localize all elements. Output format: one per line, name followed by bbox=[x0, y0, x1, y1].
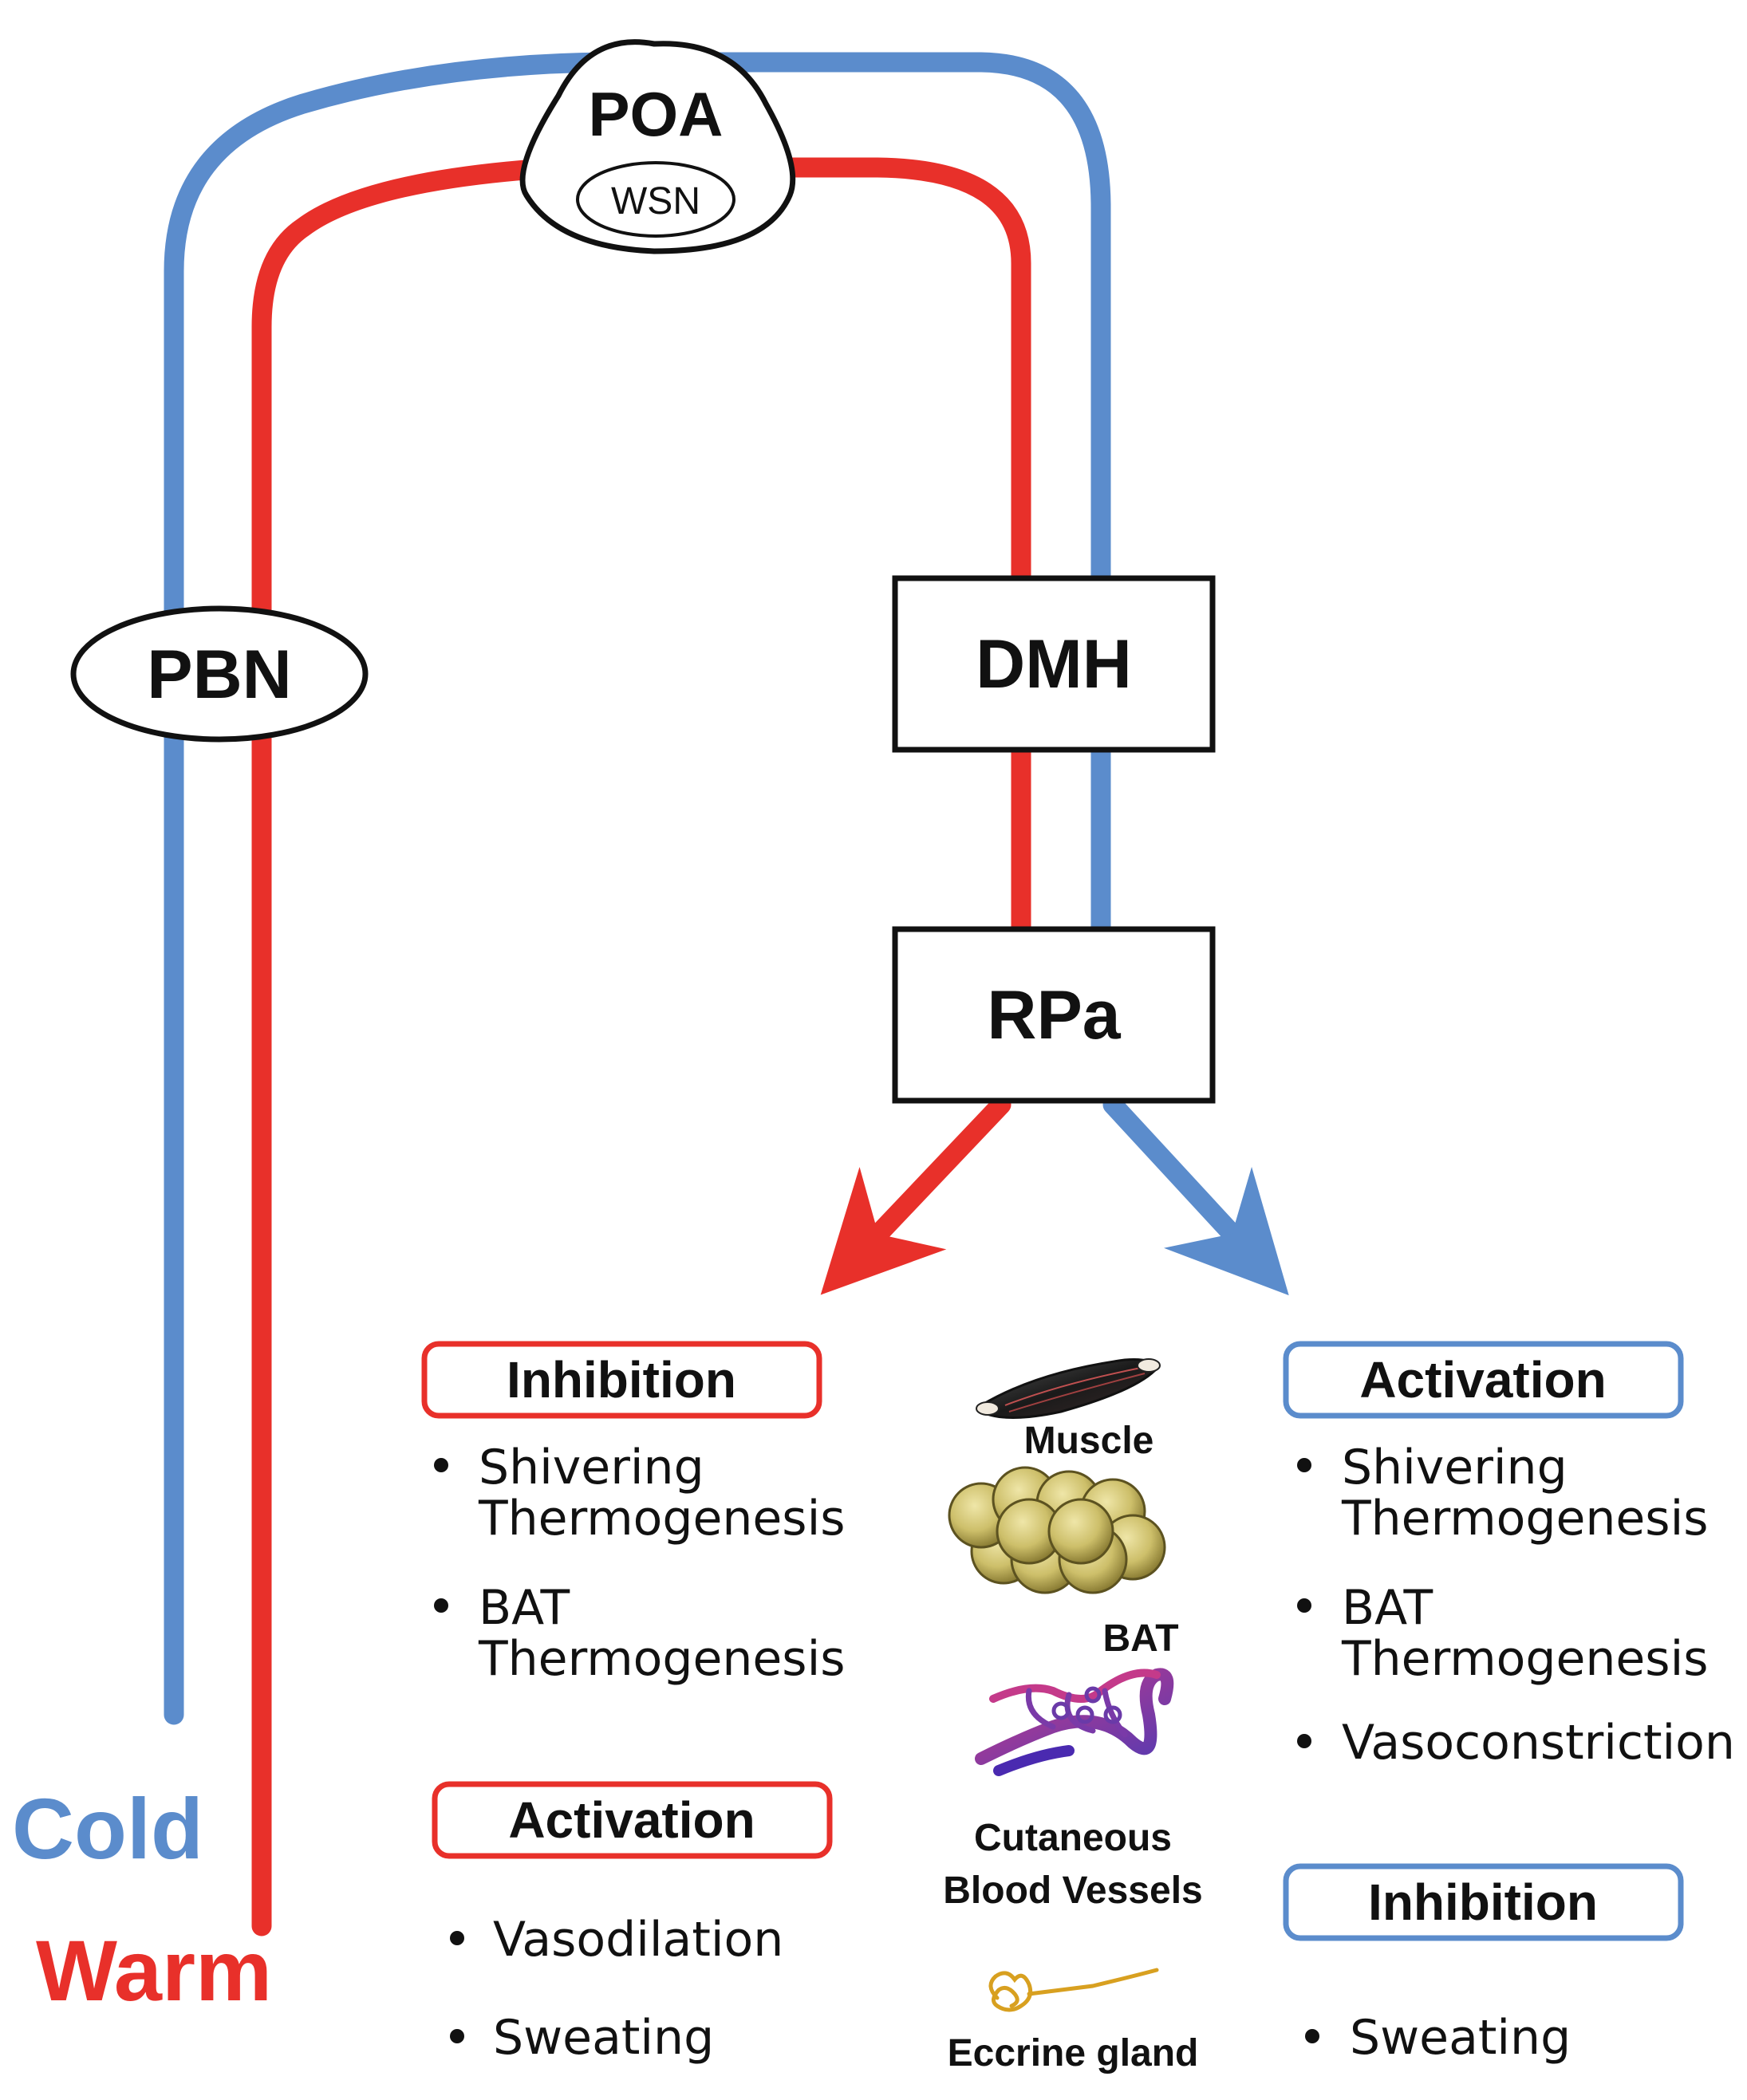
list-item: Vasodilation bbox=[493, 1912, 783, 1968]
warm-output-arrow bbox=[820, 1094, 1012, 1295]
list-item: BAT Thermogenesis bbox=[478, 1580, 846, 1687]
bullet bbox=[434, 1598, 448, 1613]
eccrine-gland-icon bbox=[988, 1968, 1159, 2012]
bullet bbox=[1297, 1458, 1311, 1472]
bullet bbox=[434, 1458, 448, 1472]
bullet bbox=[1297, 1598, 1311, 1613]
bullet bbox=[450, 1931, 464, 1945]
warm-activation-list: Vasodilation Sweating bbox=[450, 1912, 783, 2066]
list-item: Sweating bbox=[1350, 2010, 1571, 2066]
list-item: BAT Thermogenesis bbox=[1341, 1580, 1709, 1687]
muscle-fiber-icon bbox=[976, 1358, 1161, 1419]
legend-cold-label: Cold bbox=[12, 1780, 203, 1877]
wsn-label: WSN bbox=[611, 180, 700, 223]
dmh-label: DMH bbox=[976, 626, 1132, 703]
bullet bbox=[1297, 1734, 1311, 1748]
legend-warm-label: Warm bbox=[36, 1922, 272, 2019]
warm-inhibition-list: Shivering Thermogenesis BAT Thermogenesi… bbox=[434, 1440, 846, 1687]
list-item: Shivering Thermogenesis bbox=[1341, 1440, 1709, 1546]
warm-pathway-line bbox=[251, 157, 1031, 1936]
poa-label: POA bbox=[588, 79, 723, 149]
bullet bbox=[450, 2029, 464, 2043]
list-item: Vasoconstriction bbox=[1342, 1715, 1735, 1771]
muscle-label: Muscle bbox=[1024, 1420, 1154, 1462]
blood-vessel-network-icon bbox=[975, 1668, 1174, 1776]
warm-activation-title: Activation bbox=[508, 1791, 755, 1849]
pbn-label: PBN bbox=[147, 636, 292, 713]
cold-inhibition-title: Inhibition bbox=[1368, 1873, 1598, 1931]
bat-tissue-label: BAT bbox=[1102, 1617, 1178, 1660]
eccrine-label: Eccrine gland bbox=[948, 2032, 1199, 2074]
dmh-node: DMH bbox=[892, 575, 1216, 753]
wsn-oval bbox=[576, 161, 735, 238]
cold-output-arrow bbox=[1102, 1094, 1289, 1296]
cold-activation-box: Activation bbox=[1283, 1341, 1684, 1419]
rpa-label: RPa bbox=[987, 977, 1121, 1054]
cutaneous-label-line1: Cutaneous bbox=[974, 1817, 1172, 1859]
list-item: Shivering Thermogenesis bbox=[478, 1440, 846, 1546]
poa-node: POA WSN bbox=[519, 39, 796, 254]
cutaneous-label-line2: Blood Vessels bbox=[943, 1870, 1202, 1912]
warm-activation-box: Activation bbox=[432, 1781, 833, 1859]
warm-inhibition-title: Inhibition bbox=[507, 1351, 736, 1409]
brown-fat-cells-icon bbox=[948, 1466, 1166, 1594]
pbn-node: PBN bbox=[70, 605, 369, 743]
cold-inhibition-box: Inhibition bbox=[1283, 1863, 1684, 1941]
bullet bbox=[1305, 2029, 1319, 2043]
cold-pathway-line bbox=[164, 52, 1111, 1725]
cold-inhibition-list: Sweating bbox=[1305, 2010, 1571, 2066]
cold-activation-list: Shivering Thermogenesis BAT Thermogenesi… bbox=[1297, 1440, 1735, 1771]
warm-inhibition-box: Inhibition bbox=[421, 1341, 822, 1419]
list-item: Sweating bbox=[493, 2010, 714, 2066]
cold-activation-title: Activation bbox=[1359, 1351, 1606, 1409]
rpa-node: RPa bbox=[892, 926, 1216, 1104]
